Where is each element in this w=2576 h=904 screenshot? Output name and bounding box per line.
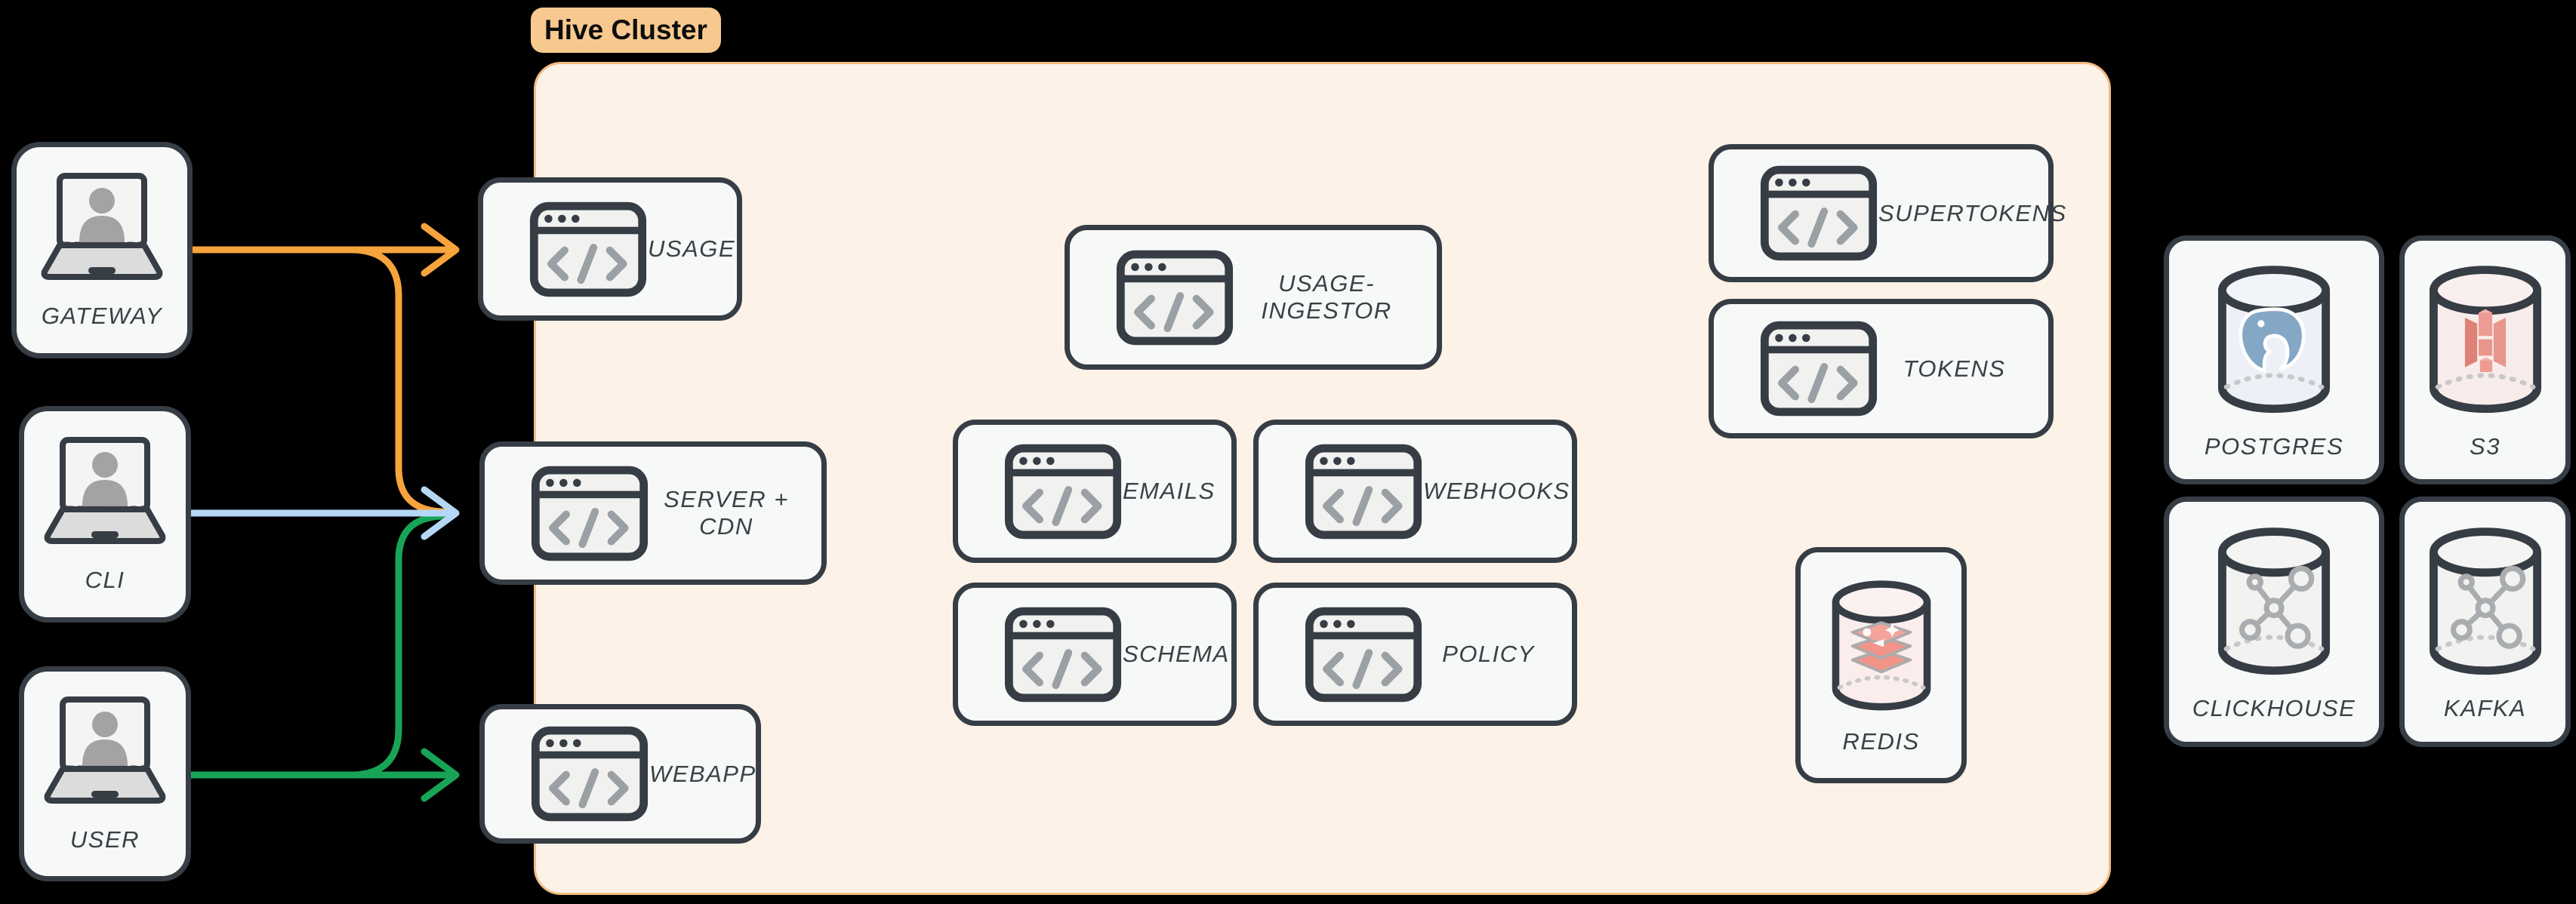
service-node-server-cdn: SERVER + CDN [479,441,827,585]
datastore-node-clickhouse: CLICKHOUSE [2164,497,2384,747]
hive-cluster-label: Hive Cluster [531,8,721,53]
service-node-label: USAGE-INGESTOR [1261,270,1392,324]
arrowhead-icon [421,223,460,277]
laptop-user-icon [23,171,180,283]
datastore-node-label: POSTGRES [2204,432,2344,460]
datastore-node-label: S3 [2470,432,2501,460]
service-node-tokens: TOKENS [1709,299,2054,438]
code-window-icon [1304,443,1423,540]
client-node-user: USER [19,666,191,881]
service-node-label: POLICY [1442,641,1535,667]
kafka-database-icon [2414,522,2556,683]
service-node-webhooks: WEBHOOKS [1253,420,1577,563]
arrowhead-icon [421,748,460,802]
datastore-node-postgres: POSTGRES [2164,235,2384,484]
service-node-label: SUPERTOKENS [1878,199,2067,226]
datastore-node-label: REDIS [1842,727,1920,755]
service-node-webapp: WEBAPP [479,704,761,844]
client-node-label: CLI [85,566,125,593]
arrowhead-icon [421,486,460,540]
redis-database-icon [1819,576,1944,718]
service-node-label: WEBAPP [649,760,756,787]
code-window-icon [1003,443,1123,540]
edge-user-server-cdn [351,512,454,779]
code-window-icon [528,201,648,298]
edge-gateway-server-cdn [351,246,454,515]
datastore-node-redis: REDIS [1795,547,1967,783]
code-window-icon [1115,249,1234,346]
laptop-user-icon [26,695,183,807]
client-node-gateway: GATEWAY [11,142,193,358]
service-node-supertokens: SUPERTOKENS [1709,144,2066,282]
service-node-schema: SCHEMA [953,583,1237,726]
postgres-database-icon [2203,260,2345,421]
code-window-icon [530,725,649,823]
datastore-node-kafka: KAFKA [2399,497,2571,747]
service-node-label: SERVER + CDN [664,486,789,540]
laptop-user-icon [26,435,183,547]
code-window-icon [1304,606,1423,703]
client-node-label: GATEWAY [41,302,163,329]
edge-user-webapp [185,748,460,802]
client-node-cli: CLI [19,406,191,623]
code-window-icon [1759,320,1878,417]
edge-cli-server-cdn [186,486,460,540]
service-node-policy: POLICY [1253,583,1577,726]
datastore-node-label: CLICKHOUSE [2192,694,2356,721]
clickhouse-database-icon [2203,522,2345,683]
s3-database-icon [2414,260,2556,421]
code-window-icon [1003,606,1123,703]
datastore-node-label: KAFKA [2443,694,2527,721]
code-window-icon [530,465,649,562]
datastore-node-s3: S3 [2399,235,2571,484]
code-window-icon [1759,165,1878,262]
service-node-usage-ingestor: USAGE-INGESTOR [1065,225,1442,370]
service-node-emails: EMAILS [953,420,1237,563]
service-node-label: SCHEMA [1123,641,1230,667]
service-node-label: TOKENS [1903,355,2006,382]
service-node-label: EMAILS [1123,478,1216,504]
edge-gateway-usage [189,223,460,277]
client-node-label: USER [69,826,140,853]
service-node-usage: USAGE [478,177,742,321]
service-node-label: WEBHOOKS [1423,478,1570,504]
service-node-label: USAGE [648,235,736,262]
